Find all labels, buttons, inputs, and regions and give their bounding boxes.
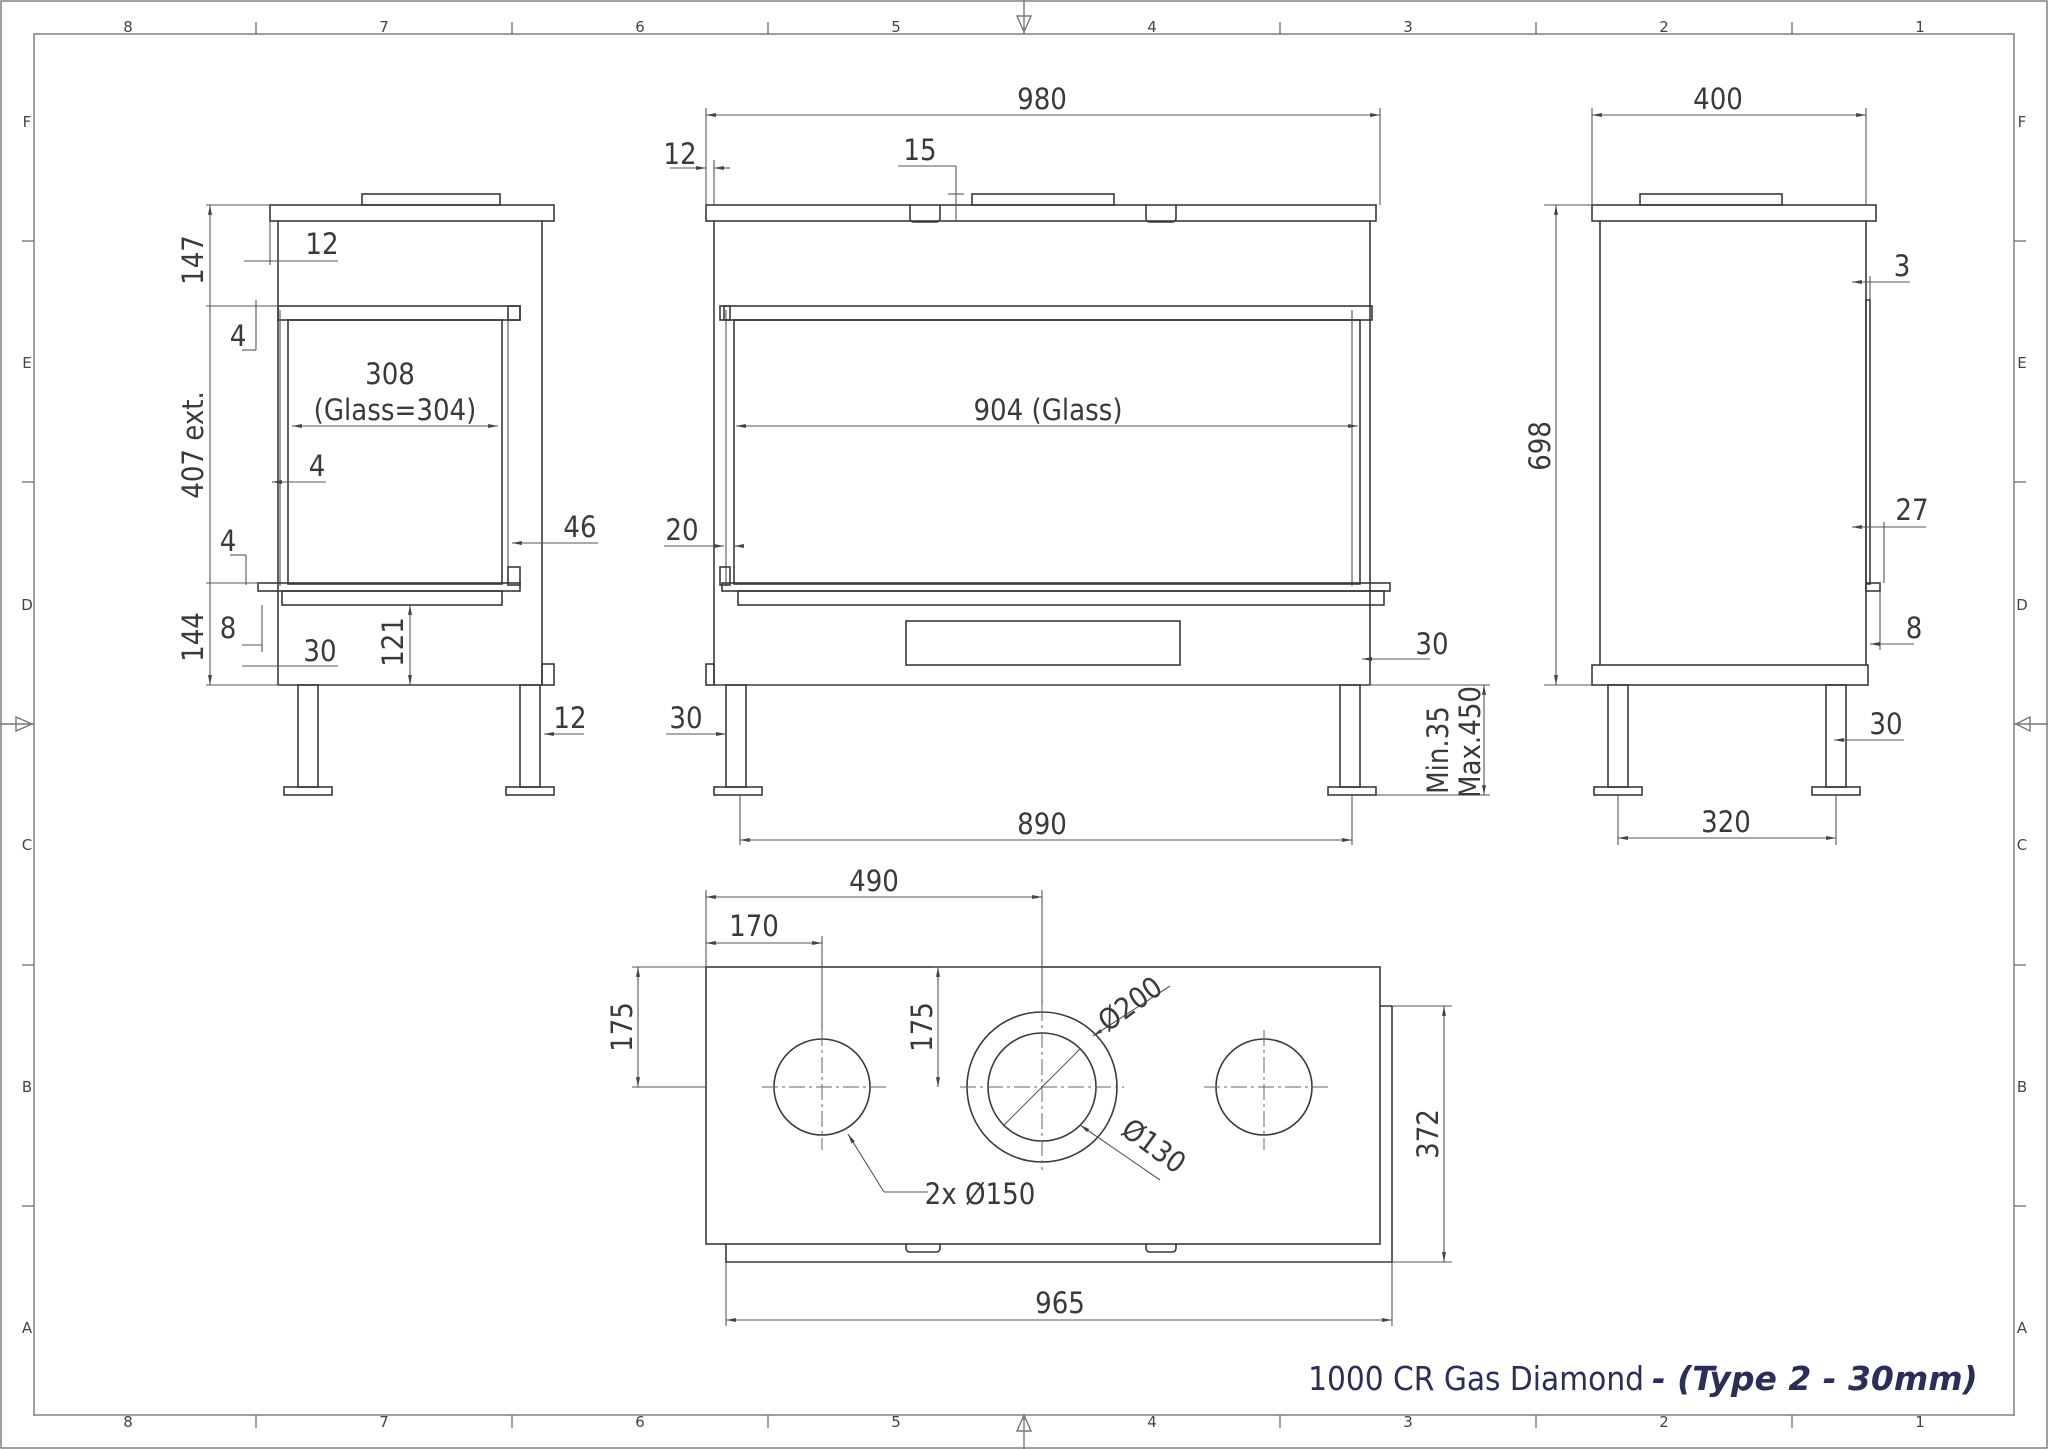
svg-text:8: 8: [123, 18, 133, 36]
dim-base-height: 144: [176, 612, 210, 662]
dim-left-depth: 175: [605, 1002, 639, 1052]
dim-leg-span: 890: [1017, 807, 1067, 841]
dim-small-flues: 2x Ø150: [925, 1177, 1036, 1211]
dim-glass-width: 904 (Glass): [973, 393, 1122, 427]
dim-base-inner: 121: [376, 617, 410, 667]
dim-inner-offset: 4: [309, 449, 326, 483]
svg-text:6: 6: [635, 1413, 645, 1431]
dim-top-height: 147: [176, 235, 210, 285]
svg-text:2: 2: [1659, 1413, 1669, 1431]
svg-text:C: C: [22, 836, 32, 854]
svg-text:4: 4: [1147, 1413, 1157, 1431]
svg-text:1: 1: [1915, 18, 1925, 36]
svg-text:E: E: [2017, 354, 2026, 372]
svg-text:5: 5: [891, 1413, 901, 1431]
dim-inner-diameter: Ø130: [1115, 1111, 1192, 1180]
side-view-left-dimensions: [206, 204, 598, 736]
svg-text:A: A: [2017, 1319, 2028, 1337]
dim-low-gap: 8: [1906, 611, 1923, 645]
dim-glass-width: (Glass=304): [314, 393, 477, 427]
svg-text:D: D: [2016, 596, 2028, 614]
dim-width: 965: [1035, 1286, 1085, 1320]
front-view-dimensions: [664, 108, 1490, 845]
dim-leg-min: Min.35: [1421, 706, 1455, 794]
side-view-right-dimensions: [1544, 108, 1926, 845]
svg-text:A: A: [22, 1319, 33, 1337]
svg-text:3: 3: [1403, 1413, 1413, 1431]
dim-left-offset: 12: [663, 137, 696, 171]
dim-top-gap: 3: [1894, 249, 1911, 283]
svg-text:C: C: [2017, 836, 2027, 854]
svg-text:7: 7: [379, 1413, 389, 1431]
type-label: - (Type 2 - 30mm): [1652, 1359, 1978, 1398]
dim-total-width: 980: [1017, 82, 1067, 116]
side-view-right: [1591, 193, 1881, 796]
dim-top-offset: 12: [305, 227, 338, 261]
dim-base-offset: 8: [220, 611, 237, 645]
top-view-labels: 490 170 175 175 Ø200 Ø130 2x Ø150 372 96…: [605, 864, 1445, 1320]
dim-inner-width: 308: [365, 357, 415, 391]
svg-text:2: 2: [1659, 18, 1669, 36]
grid-column-labels-top: 8 7 6 5 4 3 2 1: [123, 18, 1925, 36]
dim-ext-height: 407 ext.: [176, 391, 210, 499]
svg-text:B: B: [22, 1078, 32, 1096]
front-view: [705, 193, 1391, 796]
grid-row-labels-left: F E D C B A: [21, 113, 33, 1337]
svg-text:4: 4: [1147, 18, 1157, 36]
dim-depth: 372: [1411, 1109, 1445, 1159]
svg-text:1: 1: [1915, 1413, 1925, 1431]
dim-leg-offset: 30: [1869, 707, 1902, 741]
dim-side-gap: 20: [665, 513, 698, 547]
model-name: 1000 CR Gas Diamond: [1308, 1359, 1644, 1398]
dim-outer-diameter: Ø200: [1092, 969, 1169, 1038]
dim-depth: 400: [1693, 82, 1743, 116]
svg-text:3: 3: [1403, 18, 1413, 36]
dim-center-offset: 490: [849, 864, 899, 898]
front-view-labels: 980 12 15 904 (Glass) 20 30 30 Min.35 Ma…: [663, 82, 1487, 841]
grid-row-labels-right: F E D C B A: [2016, 113, 2028, 1337]
svg-text:D: D: [21, 596, 33, 614]
dim-gap: 4: [230, 319, 247, 353]
svg-text:6: 6: [635, 18, 645, 36]
svg-text:8: 8: [123, 1413, 133, 1431]
dim-side-depth: 46: [563, 510, 596, 544]
svg-text:B: B: [2017, 1078, 2027, 1096]
grid-column-labels-bottom: 8 7 6 5 4 3 2 1: [123, 1413, 1925, 1431]
dim-leg-span: 320: [1701, 805, 1751, 839]
dim-leg-max: Max.450: [1453, 686, 1487, 798]
side-view-right-labels: 400 698 3 27 8 30 320: [1523, 82, 1929, 839]
dim-leg-left: 30: [669, 701, 702, 735]
top-view-dimensions: [632, 890, 1452, 1326]
svg-text:F: F: [2018, 113, 2027, 131]
svg-text:5: 5: [891, 18, 901, 36]
dim-right-base: 30: [1415, 627, 1448, 661]
dim-height: 698: [1523, 421, 1557, 471]
side-view-left: [257, 193, 555, 796]
dim-base-step: 30: [303, 634, 336, 668]
top-view: [705, 966, 1393, 1263]
dim-top-gap: 15: [903, 133, 936, 167]
dim-leg-offset: 12: [553, 701, 586, 735]
svg-text:E: E: [22, 354, 31, 372]
svg-text:F: F: [23, 113, 32, 131]
title-block: 1000 CR Gas Diamond - (Type 2 - 30mm): [1308, 1359, 1978, 1398]
dim-center-depth: 175: [905, 1002, 939, 1052]
svg-text:7: 7: [379, 18, 389, 36]
dim-bottom-gap: 4: [220, 524, 237, 558]
dim-mid-gap: 27: [1895, 493, 1928, 527]
dim-left-flue-offset: 170: [729, 909, 779, 943]
side-view-left-labels: 147 12 4 407 ext. 308 (Glass=304) 4 46 4…: [176, 227, 597, 735]
